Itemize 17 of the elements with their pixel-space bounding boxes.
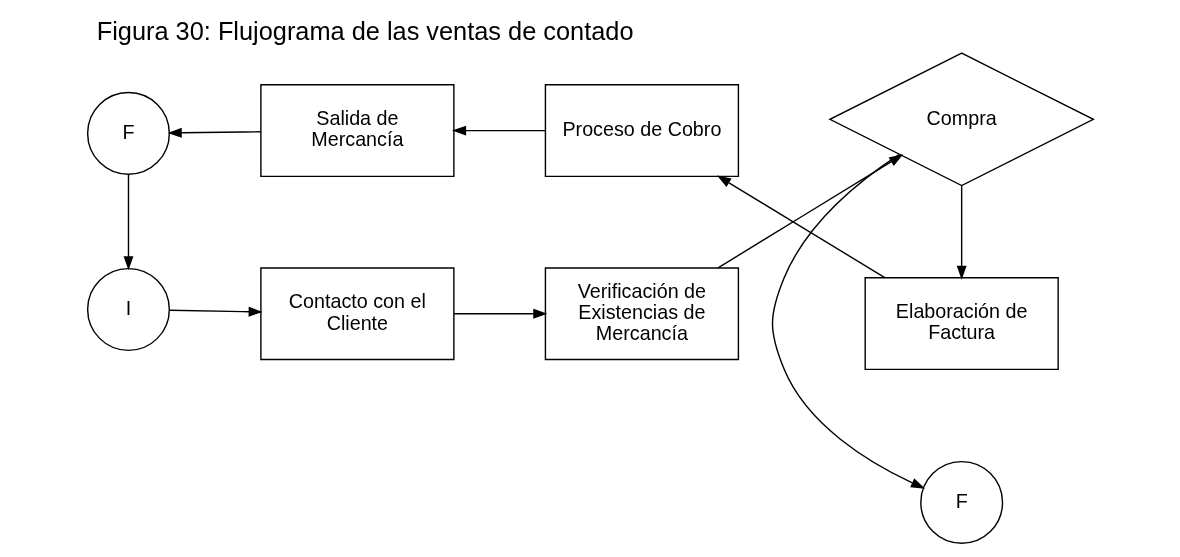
diagram-title: Figura 30: Flujograma de las ventas de contado <box>96 16 634 45</box>
node-diamond: Compra <box>827 52 1095 187</box>
arrow <box>451 125 546 136</box>
node-box: Proceso de Cobro <box>544 84 739 178</box>
node-circle: F <box>919 460 1003 544</box>
arrow <box>716 175 885 279</box>
node-circle: F <box>86 91 170 175</box>
node-box: Salida de Mercancía <box>259 84 455 178</box>
arrow <box>167 127 261 138</box>
arrow <box>452 308 547 319</box>
node-circle: I <box>86 267 170 352</box>
node-box: Elaboración de Factura <box>863 277 1059 371</box>
node-box: Verificación de Existencias de Mercancía <box>544 267 739 361</box>
arrow <box>168 306 263 317</box>
arrow <box>956 185 967 280</box>
arrow <box>123 173 133 271</box>
node-box: Contacto con el Cliente <box>259 267 455 361</box>
